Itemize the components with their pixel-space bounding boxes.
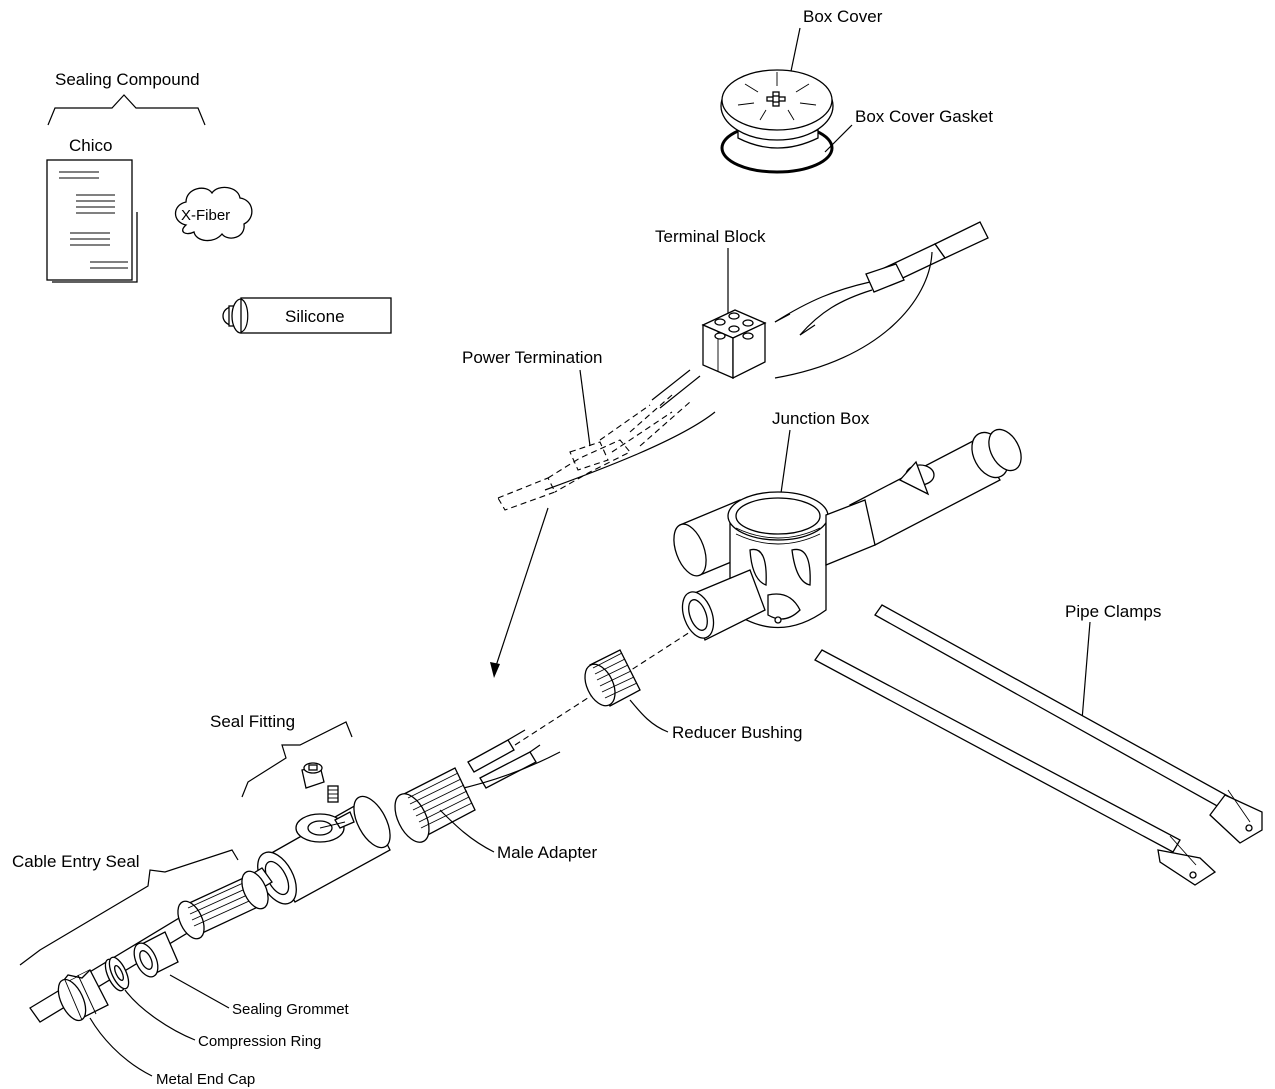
power-termination-leader: [579, 369, 591, 447]
insertion-arrow: [493, 507, 549, 673]
box-cover-group: Box Cover Box Cover Gasket: [720, 7, 993, 174]
sealing-compound-label: Sealing Compound: [55, 70, 200, 89]
pipe-clamps-leader: [1081, 621, 1091, 721]
power-termination-label: Power Termination: [462, 348, 602, 367]
seal-plug-icon: [301, 762, 325, 789]
metal-end-cap-icon: [57, 969, 109, 1022]
junction-box-icon: [673, 428, 1022, 641]
junction-box-leader: [779, 429, 791, 501]
compression-ring-label: Compression Ring: [198, 1033, 321, 1050]
junction-box-group: Junction Box: [673, 409, 1022, 641]
power-termination-ghost: [497, 394, 691, 511]
x-fiber-label: X-Fiber: [181, 207, 230, 224]
reducer-bushing-label: Reducer Bushing: [672, 723, 802, 742]
box-cover-gasket-label: Box Cover Gasket: [855, 107, 993, 126]
pipe-clamps-group: Pipe Clamps: [814, 602, 1263, 886]
male-adapter-label: Male Adapter: [497, 843, 598, 862]
seal-conductors: [454, 729, 561, 791]
chico-document-icon: [46, 159, 138, 283]
sealing-grommet-label: Sealing Grommet: [232, 1001, 350, 1018]
heating-cable-upper: [774, 221, 989, 379]
reducer-bushing-group: Reducer Bushing: [514, 631, 802, 746]
gasket-leader: [824, 124, 853, 153]
terminal-block-label: Terminal Block: [655, 227, 766, 246]
gland-thread-icon: [177, 870, 269, 940]
compression-ring-leader: [124, 989, 196, 1041]
insertion-arrowhead: [490, 662, 500, 678]
metal-end-cap-label: Metal End Cap: [156, 1071, 255, 1088]
pipe-clamp-lower: [814, 649, 1217, 886]
reducer-bushing-leader: [629, 699, 669, 733]
junction-box-label: Junction Box: [772, 409, 870, 428]
set-screw-icon: [327, 785, 339, 803]
cable-entry-seal-bracket: [19, 849, 239, 966]
male-adapter-group: Male Adapter: [394, 767, 598, 862]
cable-entry-seal-group: Cable Entry Seal Sealing Grommet: [12, 849, 350, 1088]
male-adapter-leader: [439, 809, 495, 853]
terminal-block-icon: [701, 309, 767, 380]
seal-fitting-body: [257, 795, 391, 905]
seal-fitting-group: Seal Fitting: [210, 712, 353, 803]
terminal-block-group: Terminal Block: [655, 221, 989, 380]
male-adapter-icon: [394, 767, 476, 843]
cable-entry-seal-label: Cable Entry Seal: [12, 852, 140, 871]
sealing-grommet-leader: [169, 974, 230, 1009]
metal-end-cap-leader: [89, 1017, 153, 1077]
silicone-tube-icon: Silicone: [222, 297, 392, 334]
power-termination-group: Power Termination: [462, 348, 716, 511]
seal-fitting-label: Seal Fitting: [210, 712, 295, 731]
pipe-clamps-label: Pipe Clamps: [1065, 602, 1161, 621]
silicone-label: Silicone: [285, 307, 345, 326]
sealing-compound-group: Sealing Compound Chico X: [46, 70, 392, 334]
chico-label: Chico: [69, 136, 112, 155]
pipe-clamp-upper: [874, 604, 1263, 844]
sealing-grommet-icon: [133, 931, 179, 978]
compression-ring-icon: [104, 956, 130, 992]
box-cover-leader: [789, 27, 801, 77]
x-fiber-cloud-icon: X-Fiber: [174, 186, 253, 242]
seal-fitting-bracket: [241, 721, 353, 798]
box-cover-label: Box Cover: [803, 7, 883, 26]
sealing-compound-bracket: [47, 94, 206, 126]
reducer-bushing-icon: [584, 649, 641, 707]
